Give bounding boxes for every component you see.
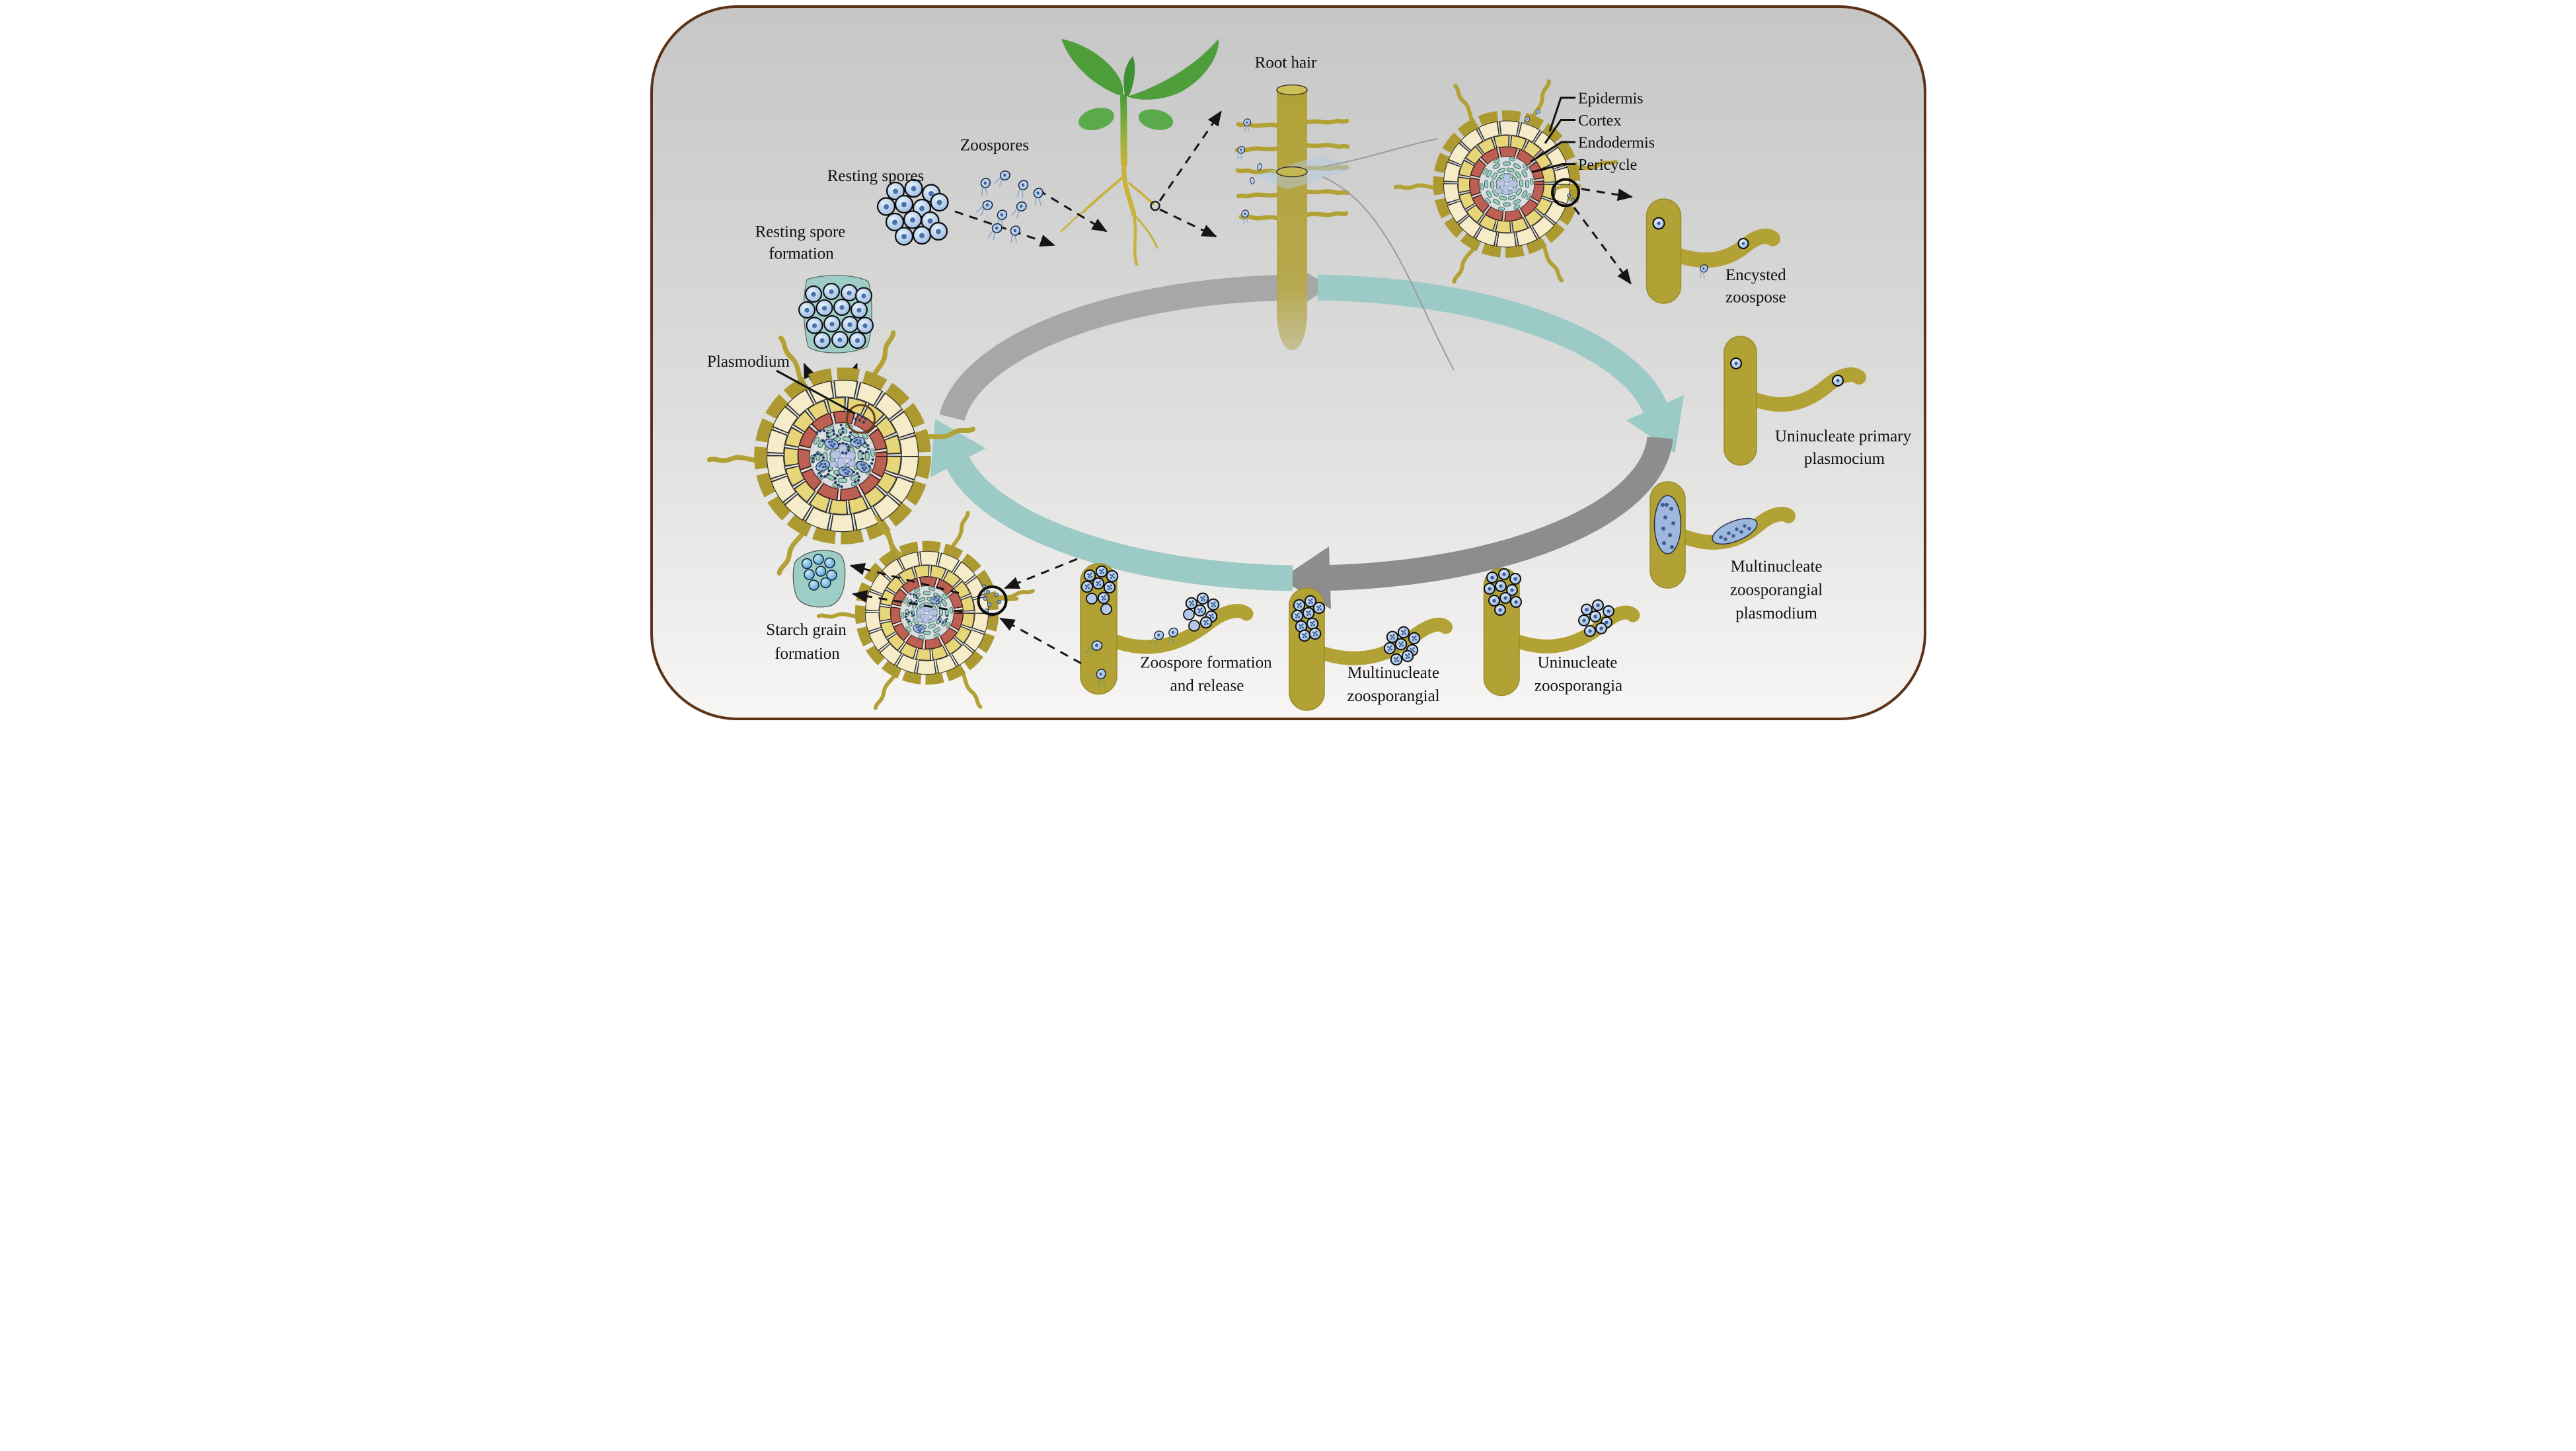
label-uninucleate-primary-1: Uninucleate primary [1774, 428, 1911, 445]
label-resting-spore-formation-2: formation [769, 245, 834, 263]
arrow-root-to-cycle [1158, 208, 1217, 238]
label-multi-plasmodium-3: plasmodium [1735, 605, 1817, 622]
root-hair-cell [1646, 198, 1681, 304]
label-multi-plasmodium-1: Multinucleate [1730, 558, 1822, 576]
leaf-middle [1123, 56, 1135, 96]
plasmodium-annotation-circle [845, 404, 876, 434]
cycle-arc-teal-left [946, 457, 1293, 591]
root-zoom-marker [1149, 200, 1160, 211]
label-zoospores: Zoospores [960, 137, 1028, 155]
cross-section-healthy [1396, 81, 1616, 282]
label-encysted-2: zoospose [1725, 289, 1786, 307]
arrows-release-to-section [999, 558, 1082, 665]
root-body [1276, 90, 1307, 350]
label-plasmodium: Plasmodium [706, 353, 790, 371]
cycle-arrows [930, 256, 1684, 609]
uninucleate-primary-illustration [1723, 336, 1866, 466]
label-uninucleate-primary-2: plasmocium [1803, 450, 1885, 468]
arrow-restingspores-to-root [954, 210, 1055, 247]
layer-leader-lines [1529, 96, 1575, 173]
resting-spore-formation-cell [798, 275, 874, 353]
label-cortex: Cortex [1578, 112, 1621, 130]
zoospore-release-illustration [1079, 563, 1253, 695]
cotyledon-right [1138, 109, 1173, 130]
root-top [1275, 84, 1308, 96]
uninucleate-zoosporangia-illustration [1483, 568, 1640, 696]
label-multi-plasmodium-2: zoosporangial [1729, 581, 1822, 599]
arm-plasmodium-nuclei [1718, 524, 1751, 541]
label-endodermis: Endodermis [1578, 135, 1655, 152]
release-annotation-circle [977, 585, 1007, 616]
stem [1119, 94, 1127, 168]
label-starch-grain-1: Starch grain [766, 621, 847, 639]
leaf-left [1061, 39, 1123, 96]
arrows-to-starch [849, 562, 962, 613]
label-resting-spore-formation-1: Resting spore [755, 223, 845, 241]
label-starch-grain-2: formation [775, 645, 840, 663]
root-hair-illustration [1233, 84, 1455, 371]
figure-border [650, 5, 1926, 720]
arrow-zoospores-to-root [1037, 189, 1108, 233]
cycle-arc-gray-bottom [1329, 436, 1673, 591]
section-cut [1275, 166, 1308, 178]
seedling-illustration [1060, 39, 1219, 266]
multinucleate-zoosporangial-illustration [1288, 587, 1453, 711]
label-encysted-1: Encysted [1725, 266, 1786, 284]
encysted-zoospore-illustration [1646, 198, 1780, 304]
arrows-to-encysted [1573, 188, 1633, 285]
circled-plasmodium-cell [854, 413, 867, 424]
label-root-hair: Root hair [1254, 54, 1316, 72]
starch-grain-illustration [792, 550, 845, 608]
label-uninucleate-zoosporangia-2: zoosporangia [1534, 677, 1622, 695]
label-uninucleate-zoosporangia-1: Uninucleate [1537, 654, 1617, 672]
cross-section-release [818, 512, 1033, 709]
cycle-arc-teal-right [1317, 274, 1667, 414]
plasmodium-leader-line [775, 369, 856, 415]
label-zoospore-release-2: and release [1170, 677, 1244, 695]
multinucleate-plasmodium-illustration [1649, 481, 1796, 589]
dashed-connectors [954, 110, 1222, 247]
arrow-root-to-roothair [1158, 110, 1222, 202]
label-zoospore-release-1: Zoospore formation [1140, 654, 1272, 672]
magnifier-line-upper [1322, 138, 1437, 168]
leaf-right [1127, 39, 1219, 100]
magnifier-line-lower [1322, 176, 1455, 371]
cycle-arc-gray-top [939, 275, 1281, 422]
label-multinucleate-zoosporangial-2: zoosporangial [1347, 687, 1439, 705]
exit-annotation-circle [1550, 178, 1580, 207]
cycle-arrowhead-teal-left [930, 419, 985, 478]
cotyledon-left [1078, 107, 1114, 131]
plasmodium-nuclei [1660, 503, 1675, 549]
label-multinucleate-zoosporangial-1: Multinucleate [1347, 664, 1439, 682]
label-resting-spores: Resting spores [827, 167, 924, 185]
life-cycle-figure: Root hair Zoospores Resting spores Resti… [644, 0, 1932, 726]
label-epidermis: Epidermis [1578, 91, 1644, 108]
cross-section-plasmodium [709, 332, 973, 574]
label-pericycle: Pericycle [1578, 157, 1637, 174]
